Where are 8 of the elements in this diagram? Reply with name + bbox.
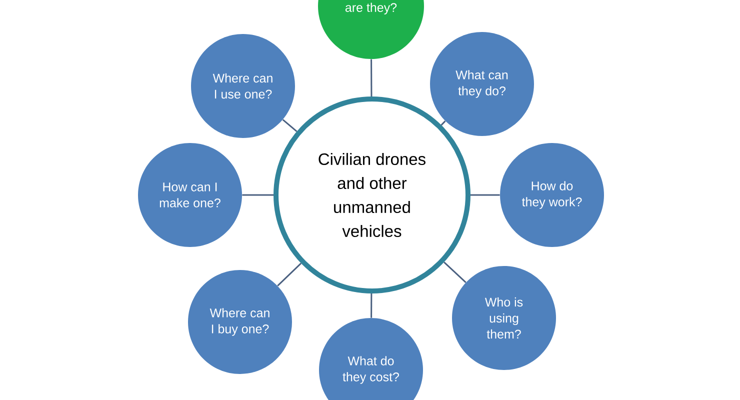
connector-line — [370, 59, 372, 97]
connector-line — [277, 262, 302, 286]
connector-line — [370, 294, 372, 318]
connector-line — [440, 120, 446, 126]
connector-line — [242, 194, 274, 196]
connector-line — [470, 194, 500, 196]
connector-line — [444, 262, 466, 283]
connector-line — [282, 119, 298, 132]
